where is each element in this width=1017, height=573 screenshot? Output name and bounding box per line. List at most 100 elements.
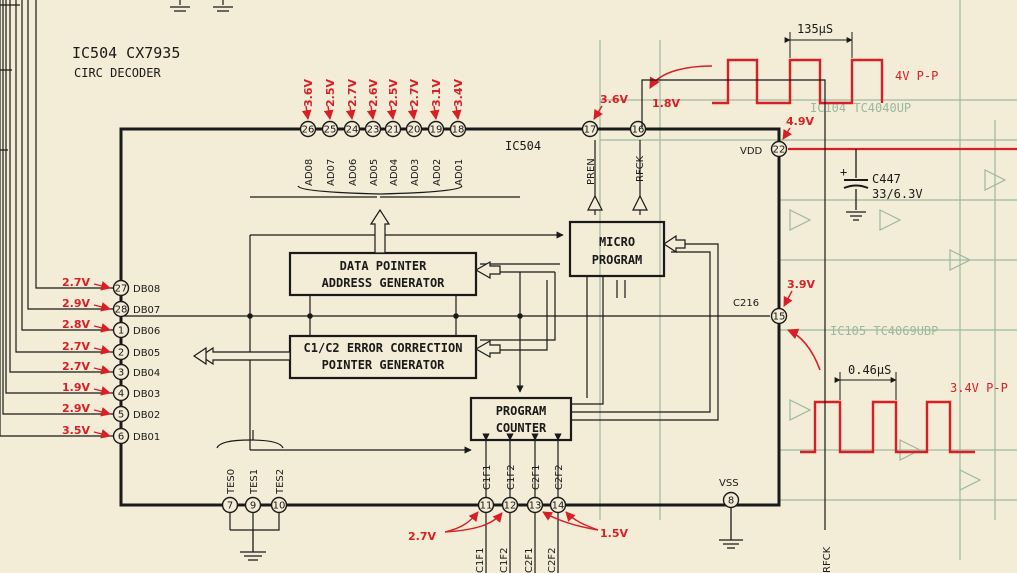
pin-6-number: 6	[118, 432, 124, 443]
bottom-left-voltage: 2.7V	[408, 530, 436, 543]
pin-23-circle	[364, 120, 382, 138]
pin-21-circle	[384, 120, 402, 138]
pin-13-external: C2F1	[524, 548, 535, 573]
pin-2-voltage: 2.7V	[62, 340, 90, 353]
pin-6-name: DB01	[133, 432, 160, 443]
pin-10-name: TES2	[275, 469, 286, 495]
pin-15-voltage: 3.9V	[787, 278, 815, 291]
pin-26-voltage: 3.6V	[302, 79, 315, 107]
pin-5-voltage: 2.9V	[62, 402, 90, 415]
capacitor-value: 33/6.3V	[872, 187, 923, 201]
pin-12-name: C1F2	[506, 465, 517, 490]
pin-25-voltage: 2.5V	[324, 79, 337, 107]
pin-4-circle	[112, 384, 130, 402]
pin-17-number: 17	[584, 125, 597, 136]
pin-25-number: 25	[324, 125, 337, 136]
pin-17-circle	[581, 120, 599, 138]
error-correction-pointer-generator-block: C1/C2 ERROR CORRECTION POINTER GENERATOR	[288, 334, 478, 380]
pin-18-name: AD01	[454, 159, 465, 186]
svg-text:PROGRAM: PROGRAM	[496, 404, 547, 418]
pin-17-name: PREN	[586, 158, 597, 185]
pin-9-number: 9	[250, 501, 256, 512]
pin-5-number: 5	[118, 410, 124, 421]
pin-3-voltage: 2.7V	[62, 360, 90, 373]
pin-22-voltage: 4.9V	[786, 115, 814, 128]
rfck-external-wire	[641, 79, 826, 530]
pin-5-circle	[112, 405, 130, 423]
pin-7-circle	[221, 496, 239, 514]
waveform-bottom-amplitude: 3.4V P-P	[950, 381, 1008, 395]
pin-22-name: VDD	[740, 146, 763, 157]
pin-15-name: C216	[733, 298, 759, 309]
svg-text:+: +	[840, 165, 847, 179]
pin-25-name: AD07	[326, 159, 337, 186]
pin-14-name: C2F2	[554, 465, 565, 490]
pin-4-voltage: 1.9V	[62, 381, 90, 394]
misc-pins: 17PREN3.6V16RFCK1.8V22VDD4.9V15C2163.9V8…	[170, 0, 815, 549]
pin-20-number: 20	[408, 125, 421, 136]
pin-20-circle	[405, 120, 423, 138]
program-counter-block: PROGRAM COUNTER	[469, 396, 573, 442]
pin-11-external: C1F1	[475, 548, 486, 573]
pin-25-circle	[321, 120, 339, 138]
pin-26-circle	[299, 120, 317, 138]
pin-20-name: AD03	[410, 159, 421, 186]
pin-9-name: TES1	[249, 469, 260, 495]
pin-19-circle	[427, 120, 445, 138]
waveform-bottom: 0.46μS 3.4V P-P	[786, 328, 1008, 454]
pin-21-number: 21	[387, 125, 400, 136]
pin-18-circle	[449, 120, 467, 138]
capacitor-ref: C447	[872, 172, 901, 186]
pin-24-circle	[343, 120, 361, 138]
pin-23-name: AD05	[369, 159, 380, 186]
pin-13-name: C2F1	[531, 465, 542, 490]
pin-9-circle	[244, 496, 262, 514]
pin-2-name: DB05	[133, 348, 160, 359]
pin-13-number: 13	[529, 501, 542, 512]
pin-21-name: AD04	[389, 159, 400, 186]
waveform-bottom-period: 0.46μS	[848, 363, 891, 377]
pin-27-name: DB08	[133, 284, 160, 295]
pin-12-external: C1F2	[499, 548, 510, 573]
rfck-external-label: RFCK	[822, 546, 833, 573]
waveform-top-amplitude: 4V P-P	[895, 69, 938, 83]
pin-15-circle	[770, 307, 788, 325]
pin-1-circle	[112, 321, 130, 339]
pin-4-name: DB03	[133, 389, 160, 400]
svg-text:DATA POINTER: DATA POINTER	[340, 259, 427, 273]
pin-7-number: 7	[227, 501, 233, 512]
pin-14-external: C2F2	[547, 548, 558, 573]
pin-8-name: VSS	[719, 478, 739, 489]
pin-14-number: 14	[552, 501, 565, 512]
bus-arrows	[192, 194, 686, 366]
svg-text:C1/C2 ERROR CORRECTION: C1/C2 ERROR CORRECTION	[304, 341, 463, 355]
internal-bus-routing	[122, 140, 770, 454]
pin-18-voltage: 3.4V	[452, 79, 465, 107]
ic-function-title: CIRC DECODER	[74, 66, 161, 80]
pin-2-circle	[112, 343, 130, 361]
pin-3-name: DB04	[133, 368, 160, 379]
pin-24-voltage: 2.7V	[346, 79, 359, 107]
pin-26-name: AD08	[304, 159, 315, 186]
svg-text:PROGRAM: PROGRAM	[592, 253, 643, 267]
waveform-top-period: 135μS	[797, 22, 833, 36]
pin-22-number: 22	[773, 145, 786, 156]
pin-1-number: 1	[118, 326, 124, 337]
pin-12-circle	[501, 496, 519, 514]
pin-12-number: 12	[504, 501, 517, 512]
pin-6-circle	[112, 427, 130, 445]
pin-16-voltage: 1.8V	[652, 97, 680, 110]
pin-27-circle	[112, 279, 130, 297]
ghost-label-ic104: IC104 TC4040UP	[810, 101, 911, 115]
pin-11-circle	[477, 496, 495, 514]
bleed-through-artwork: IC104 TC4040UP IC105 TC4069UBP	[599, 0, 1017, 560]
pin-16-name: RFCK	[635, 155, 646, 182]
pin-14-circle	[549, 496, 567, 514]
pin-2-number: 2	[118, 348, 124, 359]
pin-7-name: TES0	[226, 469, 237, 495]
pin-28-number: 28	[115, 305, 128, 316]
pin-8-circle	[722, 491, 740, 509]
pin-24-name: AD06	[348, 159, 359, 186]
